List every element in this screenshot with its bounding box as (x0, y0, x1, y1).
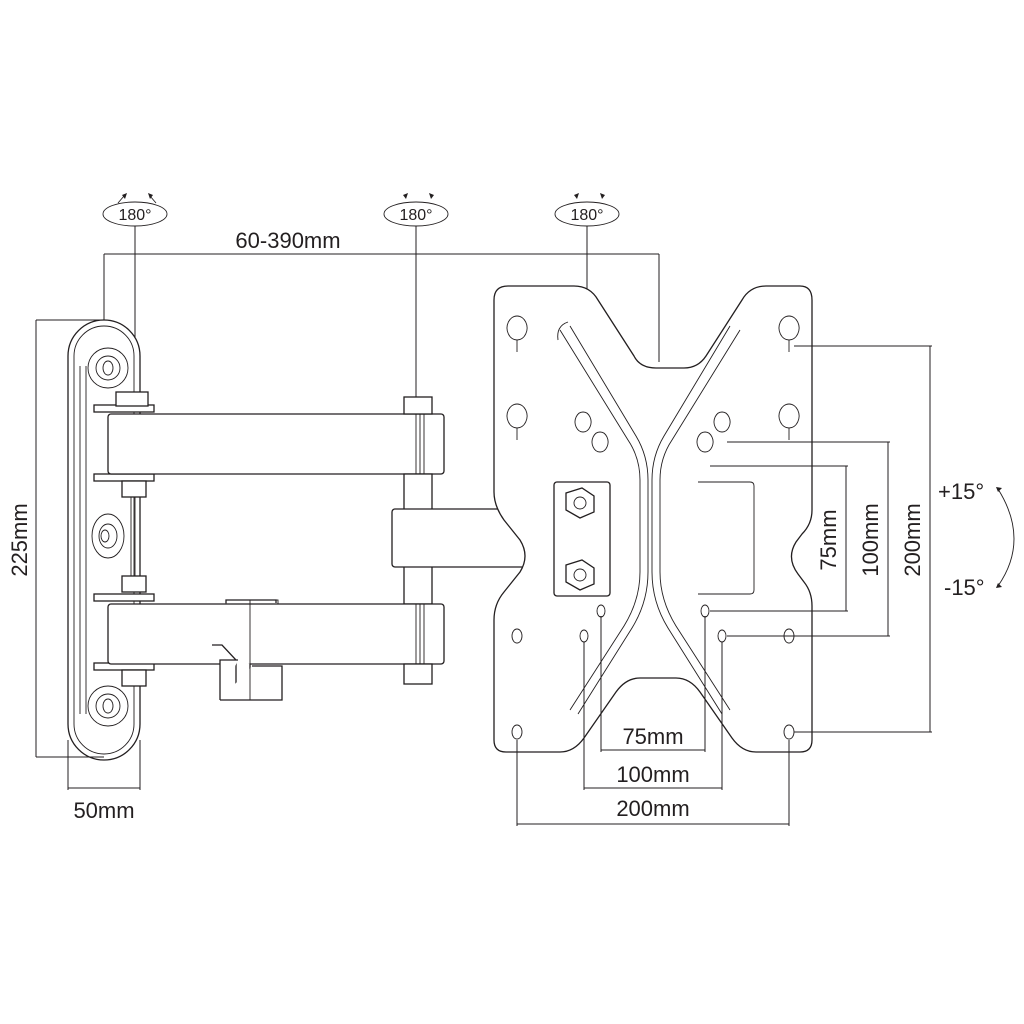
depth-label: 50mm (73, 798, 134, 823)
tilt-arc-icon (997, 488, 1015, 587)
lower-arm (107, 603, 445, 685)
extension-label: 60-390mm (235, 228, 340, 253)
vesa-h-200-label: 200mm (616, 796, 689, 821)
vesa-v-100-label: 100mm (858, 503, 883, 576)
vesa-v-200-label: 200mm (900, 503, 925, 576)
swivel-symbol-plate: 180° (554, 193, 620, 300)
vesa-h-75-label: 75mm (622, 724, 683, 749)
vesa-vertical-dimensions: 75mm 100mm 200mm (710, 345, 932, 733)
tilt-indicator: +15° -15° (938, 479, 1015, 600)
vesa-h-100-label: 100mm (616, 762, 689, 787)
swivel-label: 180° (399, 207, 432, 224)
height-label: 225mm (7, 503, 32, 576)
tilt-down-label: -15° (944, 575, 985, 600)
vesa-horizontal-dimensions: 75mm 100mm 200mm (516, 616, 790, 826)
extension-dimension: 60-390mm (103, 228, 660, 362)
wall-plate-height-dimension: 225mm (7, 319, 104, 758)
upper-arm (107, 396, 445, 475)
wall-plate (67, 319, 141, 761)
hinge-hardware (93, 391, 155, 687)
vesa-v-75-label: 75mm (816, 509, 841, 570)
swivel-label: 180° (570, 207, 603, 224)
cable-clip (212, 599, 283, 701)
plate-cutout (698, 481, 755, 595)
pivot-bracket (553, 481, 611, 597)
swivel-label: 180° (118, 207, 151, 224)
wall-plate-depth-dimension: 50mm (67, 740, 141, 823)
vesa-plate (493, 285, 813, 753)
tilt-up-label: +15° (938, 479, 984, 504)
keyhole-slots (506, 315, 800, 453)
swivel-symbol-elbow: 180° (383, 193, 449, 398)
